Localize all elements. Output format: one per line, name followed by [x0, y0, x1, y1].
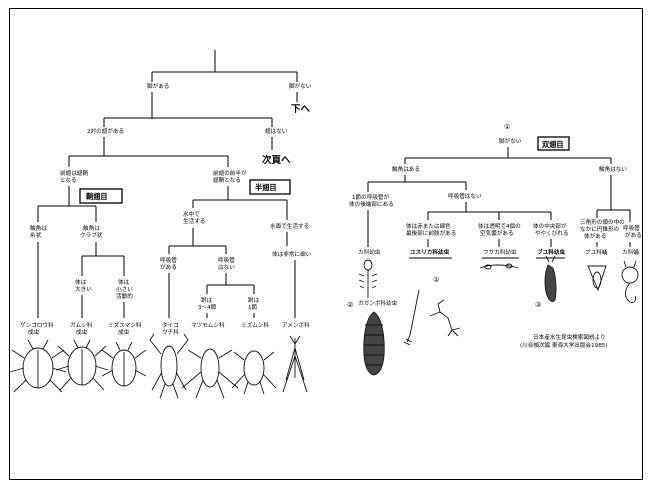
- node-tube-tip-1: 1節の呼吸管が: [352, 193, 390, 201]
- node-half-elytra-2: 翅鞘となる: [213, 176, 241, 184]
- order-hemiptera-label: 半翅目: [255, 183, 277, 192]
- taxon-hydrophilidae-2: 成虫: [76, 328, 88, 336]
- taxon-gyrinidae-2: 成虫: [118, 328, 130, 336]
- node-half-elytra-1: 前翅の前半が: [213, 169, 247, 177]
- node-legs-no: 脚がない: [289, 82, 312, 90]
- node-triangle-head-3: 体がある: [584, 232, 606, 240]
- node-tarsus-1-2: 1節: [248, 303, 258, 311]
- node-two-pairs-wings: 2対の翅がある: [87, 127, 124, 135]
- taxon-culicidae-larva: カ科幼虫: [358, 248, 381, 256]
- larva-illustrations-right: [359, 256, 638, 375]
- gyrinid-beetle-illustration: [102, 342, 146, 386]
- node-elytra-2: となる: [60, 177, 77, 184]
- node-antenna-no: 触角はない: [599, 165, 627, 173]
- corixid-bug-illustration: [232, 351, 276, 394]
- dytiscid-beetle-illustration: [10, 340, 66, 392]
- node-underwater-2: 生活する: [183, 217, 205, 225]
- chaoborid-larva-illustration: [480, 264, 518, 269]
- node-body-large-1: 体は: [75, 278, 87, 286]
- taxon-gyrinidae-1: ミズスマシ科: [108, 321, 142, 329]
- mosquito-pupa-illustration: [622, 261, 638, 303]
- node-tube-tip-2: 体の後端部にある: [349, 200, 394, 208]
- node-body-small-3: 活動的: [116, 292, 133, 300]
- right-key-tree: ① 脚がない 双翅目 触角はある 触角はない 1節の呼吸管が 体の後端部にある …: [347, 122, 642, 349]
- taxon-chaoboridae-larva: フサカ科幼虫: [483, 248, 517, 256]
- node-tube-no-2: はない: [218, 264, 235, 271]
- node-no-tube: 呼吸管はない: [448, 192, 482, 200]
- node-tube-no-1: 呼吸管: [218, 256, 235, 264]
- node-tube-yes-1: 呼吸管: [160, 256, 177, 264]
- source-credit-line2: (川合禎次編 東海大学出版会1985): [520, 341, 608, 349]
- circled-one-mid: ①: [433, 275, 439, 284]
- gerrid-bug-illustration: [283, 336, 307, 392]
- node-tube-yes-r-1: 呼吸管: [623, 224, 640, 232]
- blackfly-pupa-illustration: [588, 266, 606, 290]
- insect-illustrations-left: [10, 334, 307, 398]
- taxon-dytiscidae-1: ゲンゴロウ科: [20, 321, 54, 329]
- mosquito-larva-illustration: [359, 260, 377, 298]
- taxon-corixidae: ミズムシ科: [241, 321, 269, 329]
- taxon-simuliidae-larva: ブユ科幼虫: [537, 248, 565, 256]
- node-right-legs-no: 脚がない: [499, 137, 522, 145]
- taxon-tipulidae-larva: ガガンボ科幼虫: [358, 299, 398, 307]
- taxon-nepidae-1: タイコ: [162, 321, 179, 329]
- node-tarsus-3-4-2: 3〜4節: [198, 303, 217, 311]
- node-swollen-mid-1: 体の中央部が: [533, 222, 567, 230]
- node-transparent-2: 空気嚢がある: [480, 229, 514, 237]
- taxon-nepidae-2: ウチ科: [162, 328, 179, 336]
- node-legs-yes: 脚がある: [147, 82, 169, 90]
- node-body-small-2: 小さい: [116, 285, 133, 293]
- node-antenna-thread-1: 触角は: [30, 224, 47, 232]
- left-key-tree: 脚がある 脚がない 下へ 2対の翅がある 翅はない 次頁へ 前翅は翅鞘 となる …: [20, 50, 312, 336]
- node-body-thin: 体は非常に細い: [272, 250, 312, 258]
- node-antenna-thread-2: 糸状: [30, 231, 42, 239]
- chironomid-larva-illustration: [404, 290, 460, 345]
- node-swollen-mid-2: ややくびれる: [535, 229, 569, 237]
- node-body-large-2: 大きい: [75, 285, 92, 293]
- taxon-simuliidae-pupa: ブユ科蛹: [585, 248, 608, 256]
- taxon-culicidae-pupa: カ科蛹: [622, 248, 639, 256]
- nepid-bug-illustration: [150, 334, 188, 398]
- node-antenna-club-1: 触角は: [83, 224, 100, 232]
- node-tube-yes-r-2: がある: [625, 231, 642, 239]
- node-tube-yes-2: がある: [160, 263, 177, 271]
- node-elytra-1: 前翅は翅鞘: [60, 169, 88, 177]
- go-next-page-label: 次頁へ: [262, 154, 291, 166]
- circled-one-top: ①: [504, 122, 510, 131]
- cranefly-larva-illustration: [364, 312, 384, 375]
- taxon-dytiscidae-2: 成虫: [28, 328, 40, 336]
- circled-three: ③: [535, 300, 541, 309]
- node-triangle-head-1: 三角形の頭の中の: [580, 218, 625, 226]
- order-diptera-label: 双翅目: [542, 140, 564, 149]
- node-antenna-club-2: クラブ状: [80, 231, 103, 239]
- node-no-wings: 翅はない: [265, 127, 288, 135]
- node-surface: 水面で生活する: [270, 222, 309, 230]
- taxon-hydrophilidae-1: ガムシ科: [70, 321, 93, 329]
- hydrophilid-beetle-illustration: [56, 340, 108, 390]
- node-antenna-yes: 触角はある: [392, 165, 420, 173]
- taxon-gerridae: アメンボ科: [282, 321, 310, 329]
- blackfly-larva-illustration: [545, 256, 556, 302]
- node-tarsus-3-4-1: 跗は: [201, 296, 213, 304]
- notonectid-bug-illustration: [182, 349, 238, 398]
- node-red-green-1: 体は赤または緑色: [406, 222, 451, 230]
- node-red-green-2: 最後部に前肢がある: [406, 229, 456, 237]
- node-body-small-1: 体は: [118, 278, 130, 286]
- node-tarsus-1-1: 跗は: [248, 296, 260, 304]
- node-transparent-1: 体は透明で4個の: [478, 222, 521, 230]
- node-underwater-1: 水中で: [183, 210, 200, 218]
- go-down-label: 下へ: [291, 104, 311, 115]
- circled-two: ②: [347, 300, 353, 309]
- source-credit-line1: 日本産水生昆虫検索図説より: [533, 333, 606, 341]
- taxon-chironomidae-larva: ユスリカ科幼虫: [410, 248, 450, 256]
- order-coleoptera-label: 鞘翅目: [86, 192, 108, 201]
- node-triangle-head-2: なかに円錐形の: [580, 225, 620, 233]
- taxon-notonectidae: マツモムシ科: [191, 321, 225, 329]
